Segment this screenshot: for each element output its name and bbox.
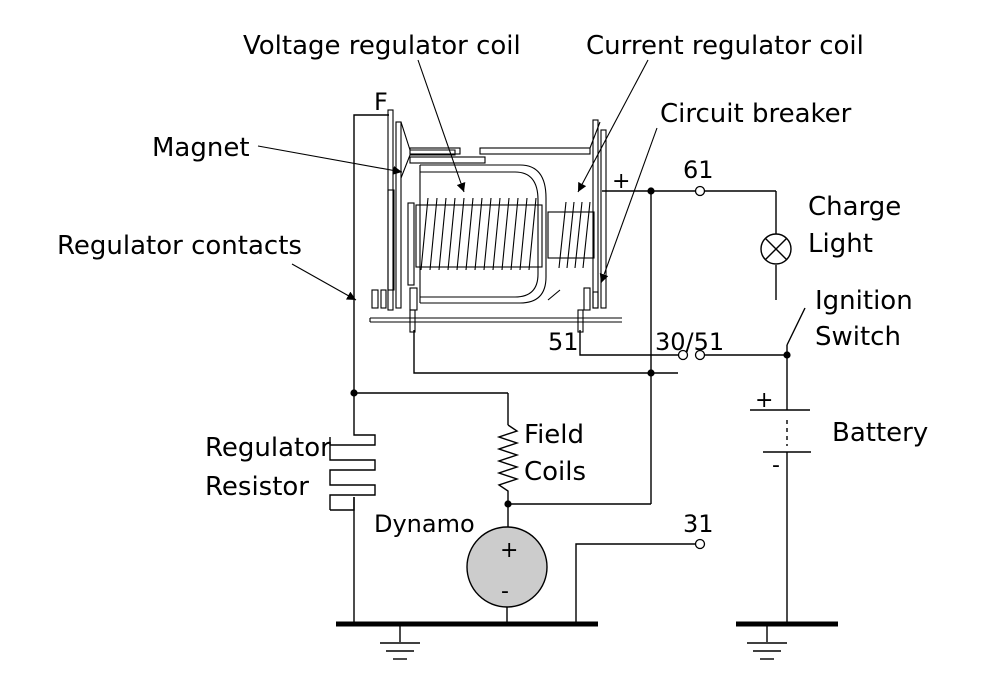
terminal-61-wire — [602, 185, 776, 504]
battery-minus-label: - — [772, 453, 780, 478]
dynamo-label: Dynamo — [374, 510, 475, 538]
regulator-contacts-label: Regulator contacts — [57, 231, 302, 261]
plus-label: + — [612, 169, 630, 194]
ignition-switch — [775, 265, 806, 359]
regulator-resistor — [329, 425, 376, 511]
terminal-f-label: F — [374, 88, 388, 116]
charge-light — [760, 191, 792, 265]
battery-label: Battery — [832, 418, 928, 448]
left-circuit-wire — [350, 114, 509, 622]
magnet-label: Magnet — [152, 133, 250, 163]
battery-plus-label: + — [755, 388, 773, 413]
regulator-resistor-label-1: Regulator — [205, 433, 331, 463]
terminal-31-label: 31 — [683, 510, 714, 538]
terminal-51-label: 51 — [548, 328, 579, 356]
circuit-breaker-label: Circuit breaker — [660, 99, 852, 129]
field-coils-label-1: Field — [524, 420, 584, 450]
battery-circuit — [750, 355, 811, 624]
charge-light-label-1: Charge — [808, 192, 901, 222]
dynamo — [466, 526, 548, 622]
current-regulator-coil-label: Current regulator coil — [586, 31, 864, 61]
voltage-regulator-coil-label: Voltage regulator coil — [243, 31, 521, 61]
regulator-resistor-label-2: Resistor — [205, 472, 309, 502]
return-wire — [413, 330, 678, 377]
ignition-switch-label-1: Ignition — [815, 286, 913, 316]
terminal-61-label: 61 — [683, 156, 714, 184]
terminal-31-wire — [575, 538, 706, 624]
charge-light-label-2: Light — [808, 229, 873, 259]
ground-rail-right — [736, 621, 838, 660]
field-coils — [496, 424, 651, 528]
terminal-30-51-label: 30/51 — [655, 328, 724, 356]
pointer-arrows — [257, 59, 658, 301]
voltage-regulator-coil-windings — [420, 197, 537, 271]
current-regulator-coil-windings — [558, 201, 591, 269]
ignition-switch-label-2: Switch — [815, 322, 901, 352]
dynamo-minus-label: - — [501, 579, 509, 604]
field-coils-label-2: Coils — [524, 457, 586, 487]
dynamo-plus-label: + — [500, 538, 518, 563]
terminal-30-51-wire — [579, 330, 787, 361]
regulator-unit — [369, 109, 622, 333]
ground-rail-left — [336, 621, 598, 660]
